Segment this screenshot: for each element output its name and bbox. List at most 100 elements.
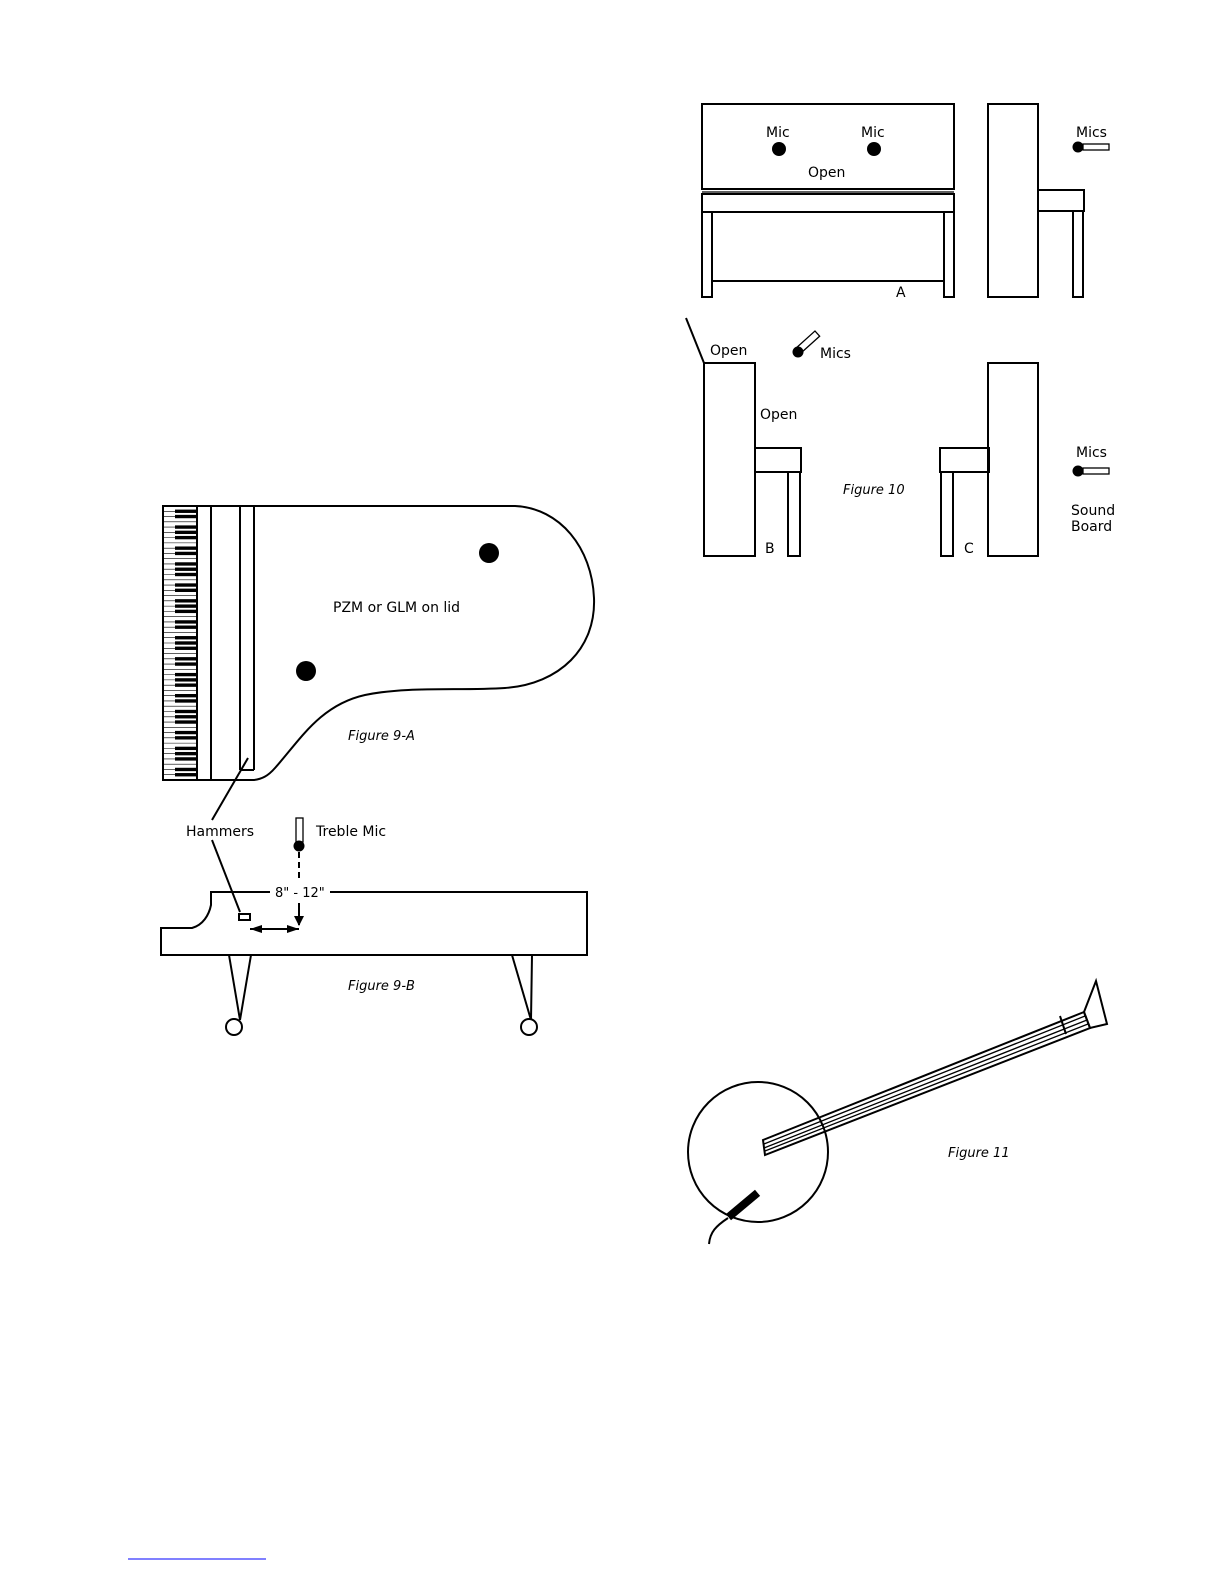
black-key bbox=[175, 715, 197, 718]
black-key bbox=[175, 699, 197, 702]
upright-side-view-a: Mics bbox=[988, 104, 1109, 297]
figure-9b-caption: Figure 9-B bbox=[348, 979, 415, 994]
pzm-dot-lower bbox=[296, 661, 316, 681]
black-key bbox=[175, 531, 197, 534]
banjo-headstock bbox=[1084, 981, 1107, 1028]
black-key bbox=[175, 626, 197, 629]
mic-side-a-head bbox=[1073, 142, 1084, 153]
black-key bbox=[175, 694, 197, 697]
board-label: Board bbox=[1071, 519, 1112, 535]
front-open-label: Open bbox=[760, 407, 797, 423]
grand-piano-top-view: PZM or GLM on lid Figure 9-A bbox=[163, 506, 594, 780]
black-key bbox=[175, 747, 197, 750]
grand-side-body bbox=[161, 892, 587, 955]
black-key bbox=[175, 773, 197, 776]
upright-front-leg-left bbox=[702, 212, 712, 297]
black-key bbox=[175, 641, 197, 644]
banjo-head bbox=[688, 1082, 828, 1222]
treble-mic-icon bbox=[294, 818, 305, 852]
banjo-mic-icon bbox=[709, 1190, 760, 1244]
upright-view-b: Open Open Mics B bbox=[686, 318, 851, 557]
mic-side-a-body bbox=[1083, 144, 1109, 150]
mics-label-side-a: Mics bbox=[1076, 125, 1107, 141]
mic-left-dot bbox=[772, 142, 786, 156]
pzm-label: PZM or GLM on lid bbox=[333, 600, 460, 616]
black-key bbox=[175, 683, 197, 686]
grand-caster-left bbox=[226, 1019, 242, 1035]
black-key bbox=[175, 757, 197, 760]
black-key bbox=[175, 573, 197, 576]
black-key bbox=[175, 525, 197, 528]
black-key bbox=[175, 589, 197, 592]
mic-left-label: Mic bbox=[766, 125, 790, 141]
grand-caster-right bbox=[521, 1019, 537, 1035]
black-key bbox=[175, 662, 197, 665]
upright-front-leg-right bbox=[944, 212, 954, 297]
upright-front-key-rail bbox=[702, 194, 954, 212]
open-label: Open bbox=[808, 165, 845, 181]
black-key bbox=[175, 604, 197, 607]
distance-label: 8" - 12" bbox=[275, 886, 325, 901]
upright-side-leg bbox=[1073, 211, 1083, 297]
view-letter-b: B bbox=[765, 541, 775, 557]
hammers-leader-line bbox=[212, 758, 248, 820]
view-letter-a: A bbox=[896, 285, 906, 301]
angled-mic-b-icon bbox=[793, 331, 820, 357]
grand-keyboard bbox=[163, 506, 197, 780]
upright-c-cabinet bbox=[988, 363, 1038, 556]
black-key bbox=[175, 536, 197, 539]
upright-b-cabinet bbox=[704, 363, 755, 556]
banjo-string-3 bbox=[765, 1024, 1088, 1151]
figure-11-caption: Figure 11 bbox=[948, 1146, 1010, 1161]
black-key bbox=[175, 710, 197, 713]
black-key bbox=[175, 610, 197, 613]
mic-c-body bbox=[1083, 468, 1109, 474]
pzm-dot-upper bbox=[479, 543, 499, 563]
mic-right-dot bbox=[867, 142, 881, 156]
mics-label-c: Mics bbox=[1076, 445, 1107, 461]
black-key bbox=[175, 752, 197, 755]
treble-mic-label: Treble Mic bbox=[315, 824, 386, 840]
banjo-string-1 bbox=[764, 1016, 1085, 1144]
upright-b-keyboard bbox=[755, 448, 801, 472]
black-key bbox=[175, 546, 197, 549]
mic-right-label: Mic bbox=[861, 125, 885, 141]
black-key bbox=[175, 647, 197, 650]
black-key bbox=[175, 599, 197, 602]
black-key bbox=[175, 720, 197, 723]
banjo-string-2 bbox=[764, 1020, 1087, 1148]
black-key bbox=[175, 636, 197, 639]
black-key bbox=[175, 678, 197, 681]
black-key bbox=[175, 768, 197, 771]
upright-b-leg bbox=[788, 472, 800, 556]
hammer-block bbox=[239, 914, 250, 920]
figure-9a-caption: Figure 9-A bbox=[348, 729, 415, 744]
upright-front-view: Mic Mic Open A bbox=[702, 104, 954, 301]
sound-label: Sound bbox=[1071, 503, 1115, 519]
black-key bbox=[175, 736, 197, 739]
upright-side-cabinet bbox=[988, 104, 1038, 297]
black-key bbox=[175, 620, 197, 623]
upright-side-keyboard bbox=[1038, 190, 1084, 211]
black-key bbox=[175, 657, 197, 660]
black-key bbox=[175, 568, 197, 571]
view-letter-c: C bbox=[964, 541, 974, 557]
black-key bbox=[175, 731, 197, 734]
mics-label-b: Mics bbox=[820, 346, 851, 362]
banjo-drawing: Figure 11 bbox=[688, 981, 1107, 1244]
upright-b-open-lid bbox=[686, 318, 704, 363]
mic-c-head bbox=[1073, 466, 1084, 477]
figure-10-caption: Figure 10 bbox=[843, 483, 905, 498]
black-key bbox=[175, 583, 197, 586]
black-key bbox=[175, 552, 197, 555]
hammers-label: Hammers bbox=[186, 824, 254, 840]
grand-leg-left bbox=[229, 955, 251, 1020]
top-open-label: Open bbox=[710, 343, 747, 359]
grand-leg-right bbox=[512, 955, 532, 1020]
hammers-leader-line-lower bbox=[212, 840, 240, 912]
black-key bbox=[175, 673, 197, 676]
upright-c-leg bbox=[941, 472, 953, 556]
grand-piano-side-view: 8" - 12" Hammers Treble Mic Figure 9-B bbox=[161, 818, 587, 1035]
